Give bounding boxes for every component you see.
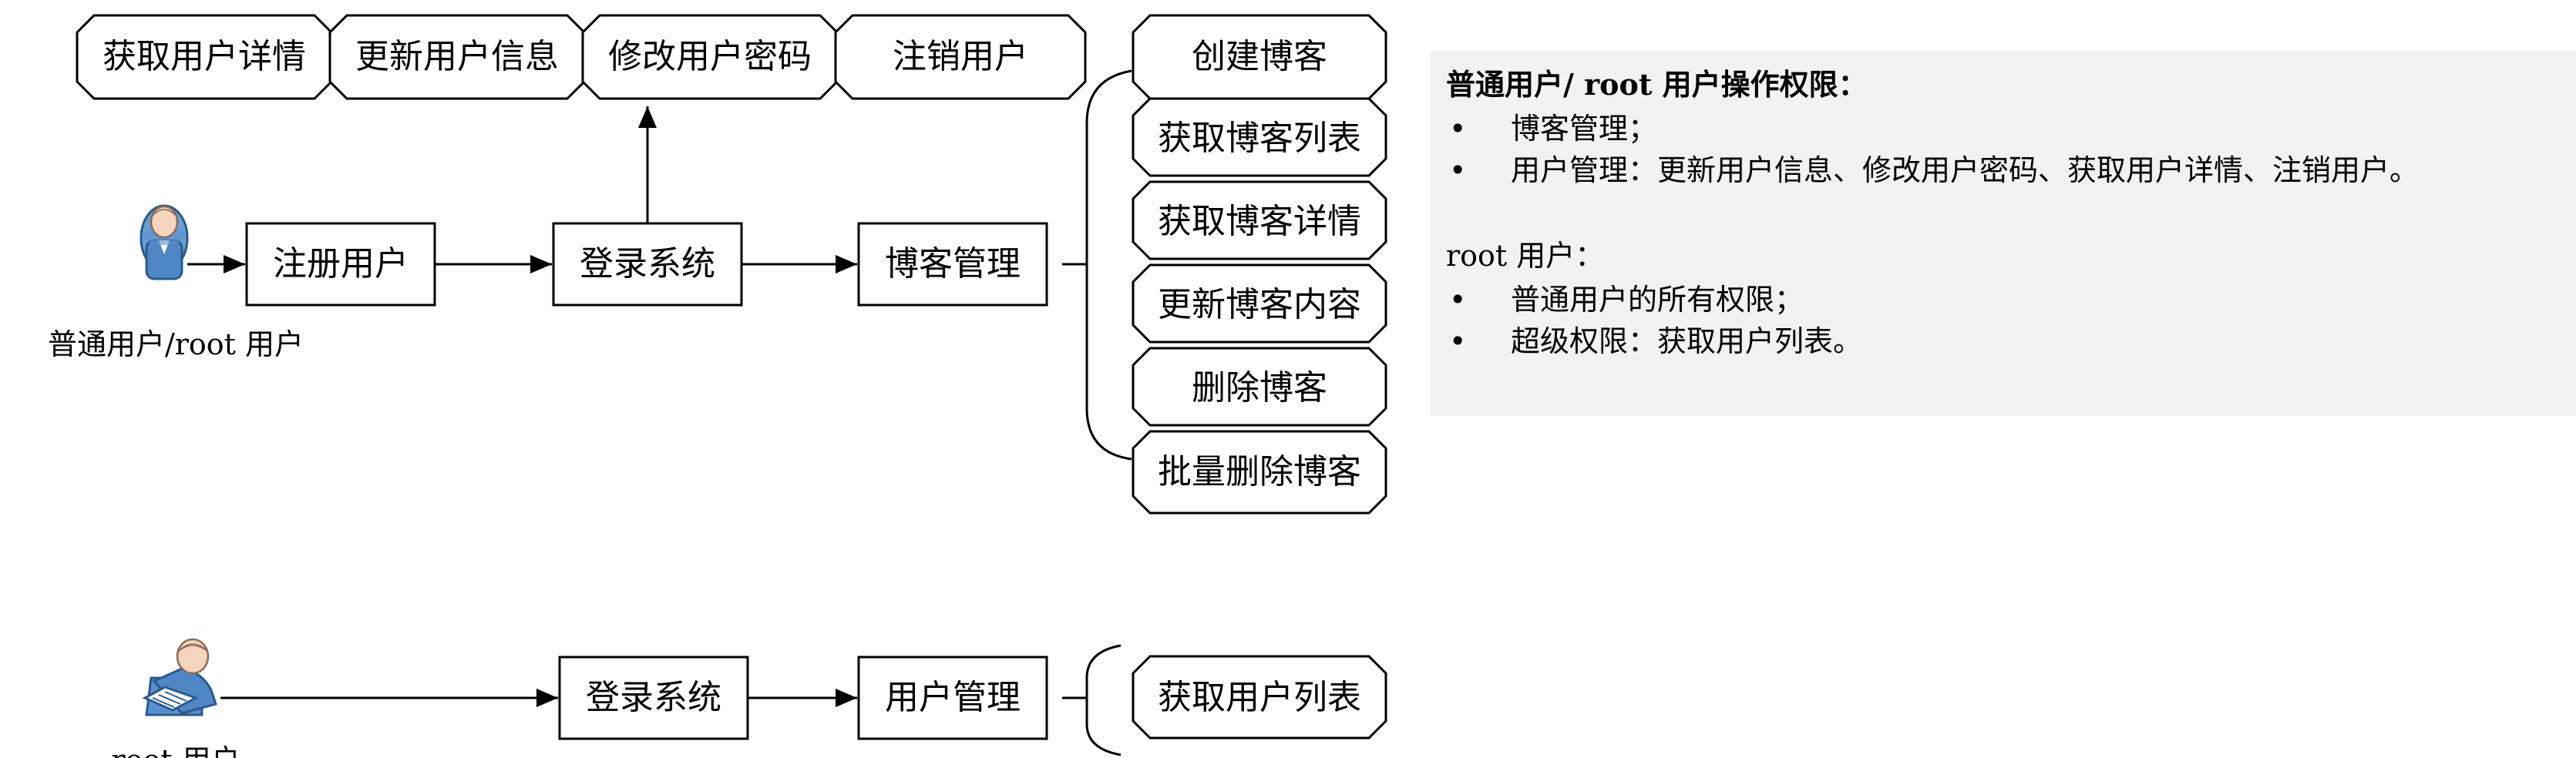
blog-ops-brace	[1085, 69, 1132, 461]
admin-ops-brace	[1085, 644, 1122, 756]
blog-op-label: 获取博客详情	[1158, 202, 1361, 241]
note-title: 普通用户/ root 用户操作权限：	[1446, 67, 1868, 102]
user-op-label: 修改用户密码	[608, 37, 812, 76]
note-title-root: root 用户：	[1446, 239, 1605, 273]
user-op-label: 注销用户	[893, 37, 1028, 76]
note-item: • 博客管理；	[1446, 108, 2576, 149]
note-list-2: • 普通用户的所有权限； • 超级权限：获取用户列表。	[1446, 279, 2576, 362]
blog-manage-label: 博客管理	[885, 244, 1021, 283]
register-box: 注册用户	[245, 222, 436, 307]
blog-op-octagon: 批量删除博客	[1132, 430, 1387, 515]
bullet-icon: •	[1449, 324, 1467, 358]
blog-op-label: 批量删除博客	[1158, 452, 1361, 491]
user-op-octagon: 修改用户密码	[581, 14, 839, 100]
note-item-text: 博客管理；	[1511, 112, 1658, 146]
user-op-octagon: 注销用户	[834, 14, 1087, 100]
blog-op-octagon: 获取博客列表	[1132, 97, 1387, 177]
bullet-icon: •	[1449, 153, 1467, 187]
permissions-note: 普通用户/ root 用户操作权限： • 博客管理； • 用户管理：更新用户信息、修…	[1431, 51, 2576, 416]
blog-op-label: 更新博客内容	[1158, 285, 1361, 324]
blog-op-octagon: 更新博客内容	[1132, 263, 1387, 344]
user-op-label: 获取用户详情	[103, 37, 306, 76]
login-box-admin: 登录系统	[558, 656, 749, 740]
note-item-text: 超级权限：获取用户列表。	[1511, 324, 1863, 358]
bullet-icon: •	[1449, 283, 1467, 317]
user-op-label: 更新用户信息	[355, 37, 559, 76]
blog-op-label: 创建博客	[1192, 37, 1327, 76]
note-item: • 用户管理：更新用户信息、修改用户密码、获取用户详情、注销用户。	[1446, 149, 2576, 191]
admin-op-label: 获取用户列表	[1158, 678, 1361, 717]
login-label-admin: 登录系统	[586, 678, 721, 717]
register-label: 注册用户	[273, 244, 409, 283]
note-item: • 普通用户的所有权限；	[1446, 279, 2576, 320]
note-item-text: 用户管理：更新用户信息、修改用户密码、获取用户详情、注销用户。	[1511, 153, 2420, 187]
note-item: • 超级权限：获取用户列表。	[1446, 320, 2576, 362]
user-op-octagon: 获取用户详情	[76, 14, 333, 100]
actor-normal-label: 普通用户/root 用户	[48, 327, 304, 361]
note-list-1: • 博客管理； • 用户管理：更新用户信息、修改用户密码、获取用户详情、注销用户。	[1446, 108, 2576, 191]
blog-op-label: 删除博客	[1192, 368, 1327, 408]
user-op-octagon: 更新用户信息	[328, 14, 586, 100]
login-box: 登录系统	[552, 222, 743, 307]
bullet-icon: •	[1449, 112, 1467, 146]
user-manage-box: 用户管理	[857, 656, 1048, 740]
login-label: 登录系统	[580, 244, 715, 283]
blog-op-label: 获取博客列表	[1158, 119, 1361, 158]
blog-op-octagon: 获取博客详情	[1132, 180, 1387, 260]
admin-op-octagon: 获取用户列表	[1132, 655, 1387, 740]
note-item-text: 普通用户的所有权限；	[1511, 283, 1804, 317]
blog-op-octagon: 创建博客	[1132, 14, 1387, 100]
blog-manage-box: 博客管理	[857, 222, 1048, 307]
user-manage-label: 用户管理	[885, 678, 1021, 717]
user-icon	[140, 204, 189, 280]
admin-icon	[142, 638, 217, 716]
actor-admin-label: root 用户	[111, 743, 240, 758]
blog-op-octagon: 删除博客	[1132, 347, 1387, 427]
